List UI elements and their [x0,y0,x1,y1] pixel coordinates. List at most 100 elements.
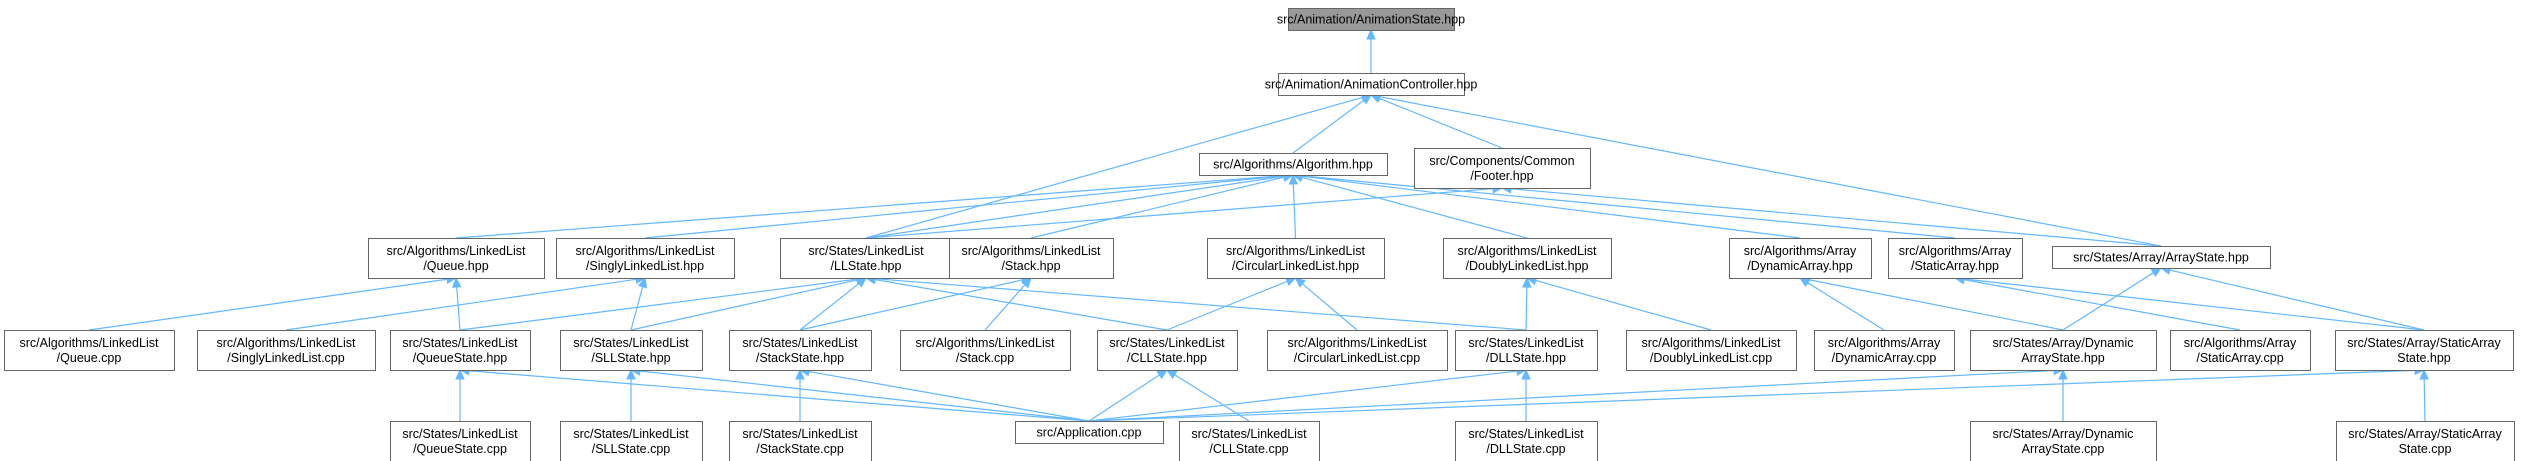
edge-line [468,370,1090,422]
node-label: /SLLState.cpp [592,442,671,456]
graph-node[interactable]: src/Algorithms/LinkedList/Queue.cpp [4,330,175,371]
arrowhead-icon [455,368,465,380]
graph-node[interactable]: src/Algorithms/Algorithm.hpp [1199,153,1388,176]
graph-node[interactable]: src/States/LinkedList/StackState.hpp [729,330,872,371]
edge-n11-to-n2 [1291,171,1956,239]
graph-node[interactable]: src/States/LinkedList/StackState.cpp [729,421,872,461]
edge-n28-to-n16 [626,368,636,421]
node-box [390,330,531,371]
node-label: src/Algorithms/Algorithm.hpp [1213,158,1373,172]
graph-node[interactable]: src/States/LinkedList/CLLState.hpp [1097,330,1238,371]
graph-node[interactable]: src/States/LinkedList/LLState.hpp [780,238,953,279]
node-label: /DLLState.cpp [1486,442,1565,456]
node-label: src/States/LinkedList [573,427,689,441]
graph-node[interactable]: src/States/LinkedList/SLLState.hpp [560,330,703,371]
edge-n15-to-n4 [451,276,462,331]
graph-node[interactable]: src/States/LinkedList/QueueState.cpp [390,421,531,461]
graph-node[interactable]: src/Algorithms/LinkedList/DoublyLinkedLi… [1626,330,1797,371]
node-label: /StaticArray.hpp [1911,259,1999,273]
graph-node[interactable]: src/Algorithms/LinkedList/Stack.cpp [900,330,1071,371]
node-label: /DoublyLinkedList.cpp [1650,351,1772,365]
node-label: src/States/Array/ArrayState.hpp [2073,251,2249,265]
graph-node[interactable]: src/Components/Common/Footer.hpp [1414,148,1591,189]
node-label: src/States/LinkedList [1109,336,1225,350]
graph-node[interactable]: src/States/Array/ArrayState.hpp [2052,246,2271,269]
graph-node[interactable]: src/Algorithms/LinkedList/CircularLinked… [1267,330,1448,371]
node-label: /StackState.hpp [756,351,844,365]
edge-line [1510,188,2162,247]
arrowhead-icon [1021,277,1032,289]
graph-node[interactable]: src/Algorithms/LinkedList/Queue.hpp [368,238,545,279]
edge-line [984,284,1026,331]
node-label: src/States/LinkedList [1468,427,1584,441]
node-label: src/Algorithms/Array [1744,244,1857,258]
node-box [900,330,1071,371]
arrowhead-icon [451,276,462,288]
node-label: /CircularLinkedList.cpp [1294,351,1420,365]
node-label: /DynamicArray.hpp [1747,259,1852,273]
graph-node[interactable]: src/States/LinkedList/SLLState.cpp [560,421,703,461]
edge-n2-to-n1 [1292,94,1372,154]
node-label: src/Algorithms/LinkedList [916,336,1055,350]
node-label: src/States/Array/Dynamic [1992,427,2133,441]
edge-n16-to-n5 [630,276,648,331]
edge-line [1301,175,1801,239]
graph-node[interactable]: src/Algorithms/LinkedList/DoublyLinkedLi… [1443,238,1612,279]
graph-node[interactable]: src/Application.cpp [1015,421,1164,444]
edge-line [1088,369,2416,422]
node-label: /SinglyLinkedList.cpp [227,351,344,365]
edge-line [874,278,1527,331]
edge-line [1030,176,1285,239]
graph-node[interactable]: src/Algorithms/Array/DynamicArray.hpp [1729,238,1872,279]
graph-node[interactable]: src/States/LinkedList/QueueState.hpp [390,330,531,371]
node-label: src/Algorithms/LinkedList [387,244,526,258]
graph-node[interactable]: src/Animation/AnimationController.hpp [1265,73,1478,96]
node-label: ArrayState.hpp [2021,351,2104,365]
edge-n15-to-n6 [459,274,868,331]
node-label: src/Application.cpp [1037,426,1142,440]
arrowhead-icon [1521,368,1531,380]
graph-node[interactable]: src/States/LinkedList/DLLState.cpp [1455,421,1598,461]
graph-node[interactable]: src/Algorithms/Array/StaticArray.hpp [1888,238,2023,279]
edge-line [459,278,858,331]
node-label: src/Animation/AnimationState.hpp [1277,13,1465,27]
node-label: src/Algorithms/LinkedList [1458,244,1597,258]
graph-node[interactable]: src/States/LinkedList/CLLState.cpp [1179,421,1320,461]
edge-n27-to-n15 [455,368,465,421]
graph-node[interactable]: src/Algorithms/LinkedList/Stack.hpp [949,238,1114,279]
node-label: /Stack.hpp [1001,259,1060,273]
edge-line [1525,286,1528,331]
node-label: /LLState.hpp [831,259,902,273]
node-box [1015,421,1164,444]
edge-line [874,278,1168,331]
arrowhead-icon [1366,28,1376,40]
edge-line [1808,279,2064,331]
node-layer: src/Animation/AnimationState.hpp src/Anim… [4,8,2515,461]
node-label: src/Algorithms/Array [1899,244,2012,258]
node-label: /Queue.cpp [57,351,122,365]
node-label: /SLLState.hpp [591,351,670,365]
arrowhead-icon [2058,368,2068,380]
graph-node[interactable]: src/Algorithms/LinkedList/SinglyLinkedLi… [556,238,735,279]
graph-node[interactable]: src/Algorithms/LinkedList/CircularLinked… [1207,238,1385,279]
node-box [2170,330,2311,371]
edge-n29-to-n17 [795,368,805,421]
node-label: src/Algorithms/LinkedList [1226,244,1365,258]
edge-line [1963,278,2425,331]
graph-node[interactable]: src/Algorithms/LinkedList/SinglyLinkedLi… [197,330,376,371]
node-label: /Footer.hpp [1470,169,1533,183]
edge-line [1292,183,1297,239]
graph-root-node[interactable]: src/Animation/AnimationState.hpp [1277,8,1465,31]
node-box [1097,330,1238,371]
arrowhead-icon [626,368,636,380]
node-box [1199,153,1388,176]
edge-n18-to-n7 [984,277,1032,331]
graph-node[interactable]: src/States/LinkedList/DLLState.hpp [1455,330,1598,371]
node-box [4,330,175,371]
graph-node[interactable]: src/Algorithms/Array/DynamicArray.cpp [1814,330,1955,371]
graph-node[interactable]: src/Algorithms/Array/StaticArray.cpp [2170,330,2311,371]
